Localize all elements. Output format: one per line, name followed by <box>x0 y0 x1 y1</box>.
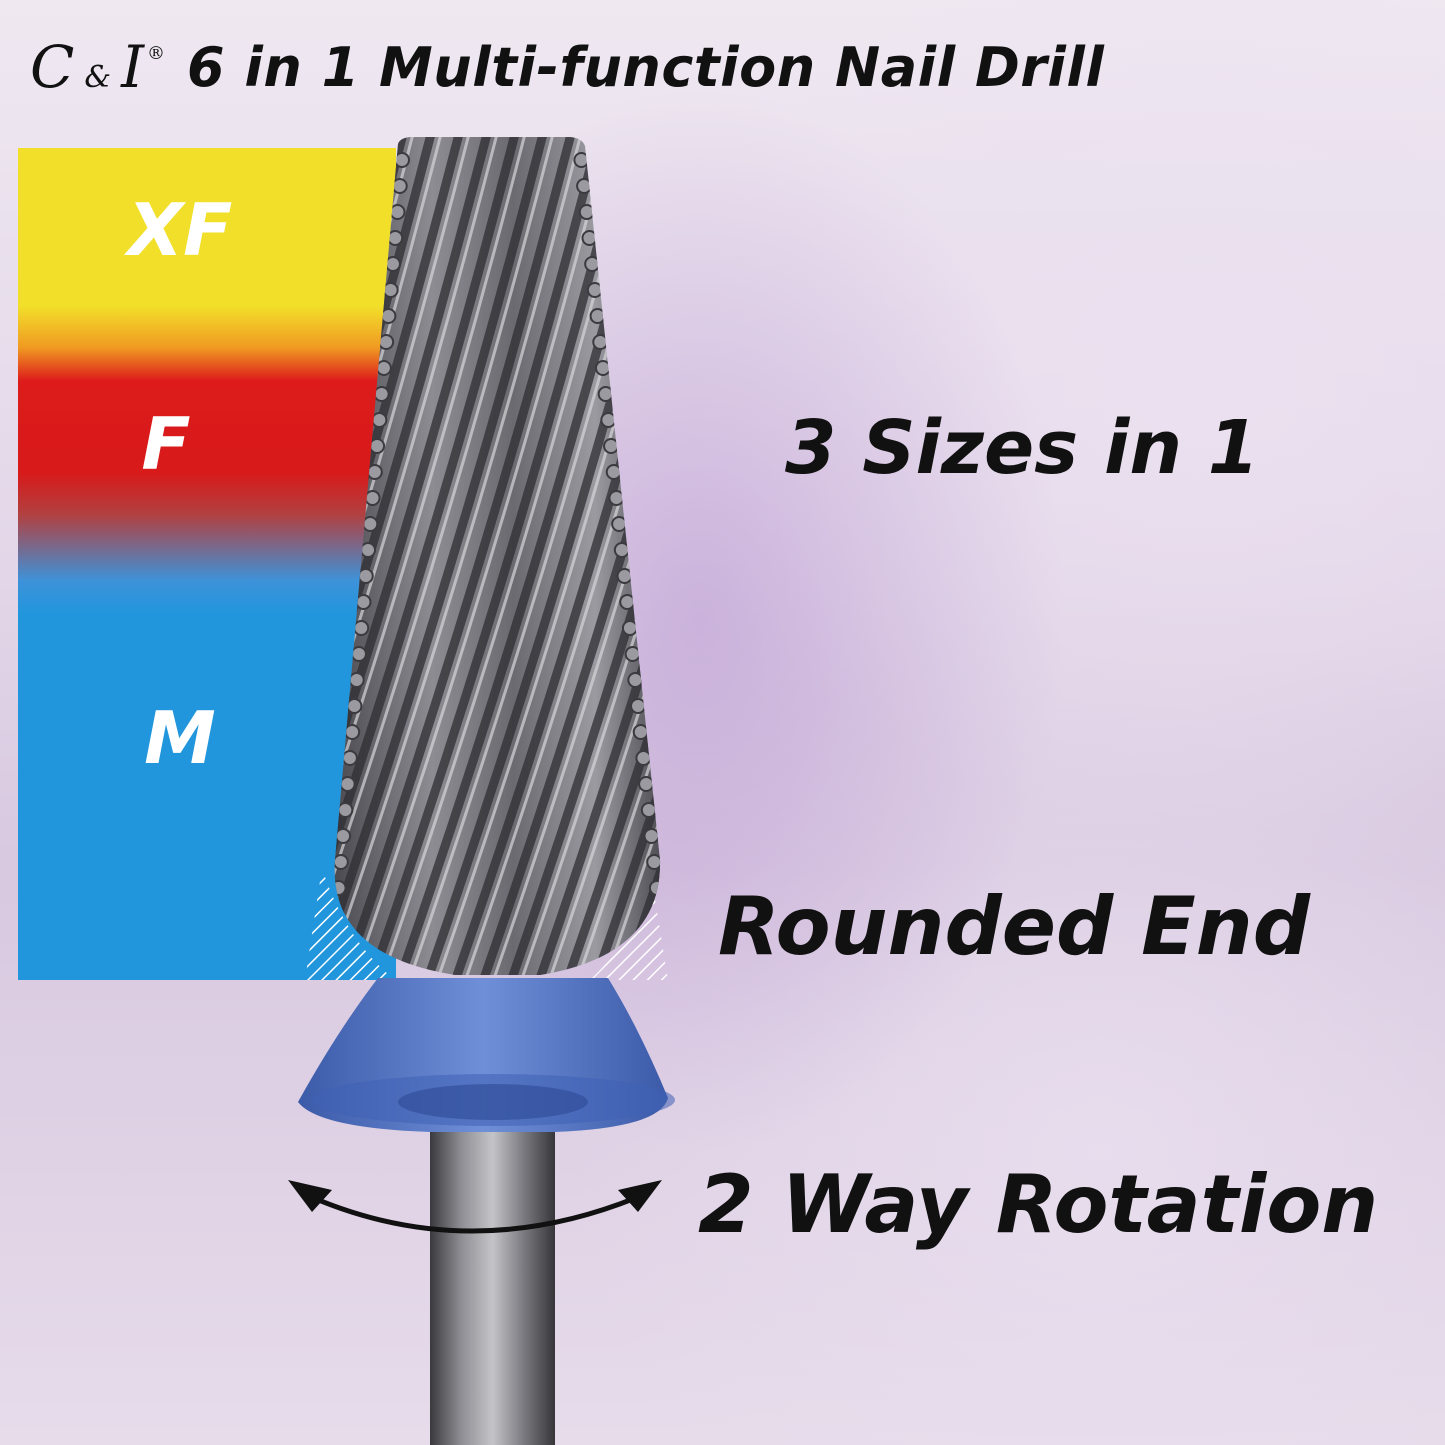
grit-label-xf: XF <box>127 188 233 272</box>
brand-logo: C & I ® <box>30 33 165 101</box>
double-arrow-rotation-icon <box>288 1180 662 1234</box>
registered-mark: ® <box>147 43 166 64</box>
rounded-end-marker-left <box>305 868 395 980</box>
brand-ampersand: & <box>84 60 112 95</box>
rounded-end-callout: Rounded End <box>718 880 1310 973</box>
brand-letter-c: C <box>30 33 75 101</box>
sizes-callout: 3 Sizes in 1 <box>785 405 1260 491</box>
rotation-callout: 2 Way Rotation <box>698 1158 1379 1251</box>
product-title: C & I ® 6 in 1 Multi-function Nail Drill <box>30 22 1430 112</box>
blue-collar <box>298 978 675 1132</box>
grit-scale-bar <box>18 148 396 980</box>
carbide-bit-head <box>334 137 661 975</box>
brand-letter-i: I <box>121 33 145 101</box>
drill-shank <box>430 1085 555 1445</box>
grit-label-m: M <box>144 696 216 780</box>
grit-label-f: F <box>141 402 191 486</box>
title-text: 6 in 1 Multi-function Nail Drill <box>187 35 1105 99</box>
